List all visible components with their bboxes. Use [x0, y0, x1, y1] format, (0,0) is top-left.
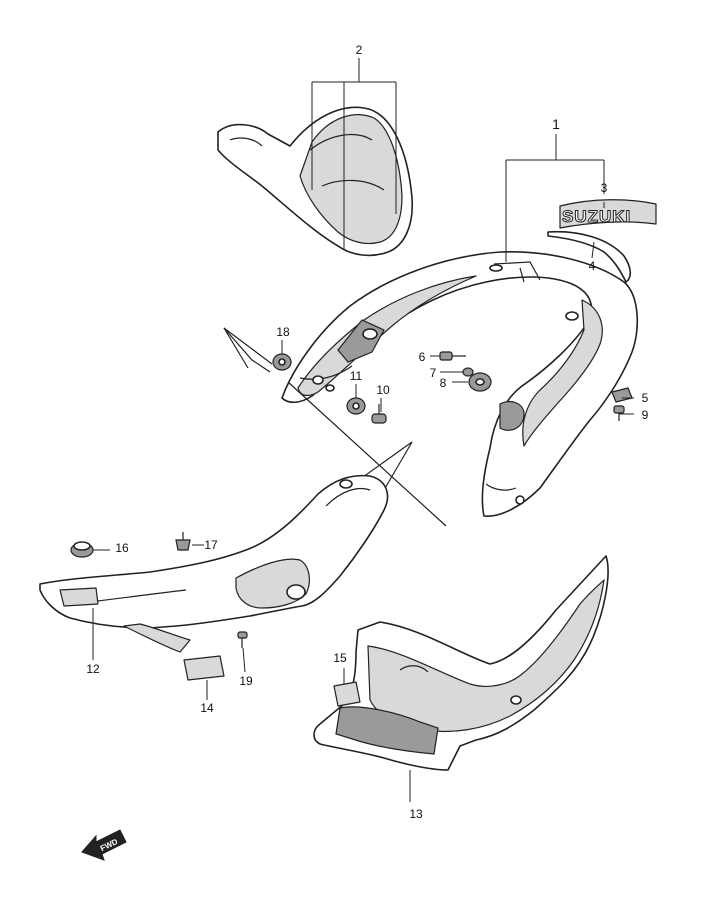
screw-19: [237, 631, 248, 648]
fwd-arrow-icon: FWD: [81, 829, 127, 861]
screw-9: [613, 405, 625, 421]
callout-19: 19: [239, 674, 253, 688]
bolt-6: [439, 351, 466, 361]
callout-5: 5: [642, 391, 649, 405]
tail-cowl-cover: [217, 106, 414, 257]
callout-17: 17: [204, 538, 218, 552]
callout-labels: 1 2 3 4 5 6 7 8 9 10 11 12 13 14 15 16 1…: [86, 43, 648, 821]
callout-3: 3: [601, 181, 608, 195]
clip-5: [611, 387, 633, 403]
callout-1: 1: [552, 116, 560, 132]
grommet-18: [272, 353, 292, 371]
clip-17: [175, 532, 191, 551]
screw-10: [371, 404, 387, 424]
callout-4: 4: [589, 259, 596, 273]
callout-18: 18: [276, 325, 290, 339]
callout-12: 12: [86, 662, 100, 676]
emblem-strip: [547, 230, 632, 283]
callout-9: 9: [642, 408, 649, 422]
callout-4-leader: [591, 241, 595, 259]
callout-1-leader: [505, 134, 605, 262]
callout-16: 16: [115, 541, 129, 555]
callout-leaders: [92, 202, 634, 802]
side-frame-cover-right: [313, 555, 609, 771]
callout-10: 10: [376, 383, 390, 397]
pad-15: [333, 681, 361, 707]
callout-14: 14: [200, 701, 214, 715]
callout-13: 13: [409, 807, 423, 821]
seat-tail-cover: [281, 250, 639, 517]
pad-14: [183, 655, 225, 681]
cushion-8: [468, 372, 492, 392]
assembly-guide-lines: [223, 327, 447, 527]
side-frame-cover-left: [39, 474, 389, 653]
callout-7: 7: [430, 366, 437, 380]
callout-11: 11: [350, 369, 363, 383]
suzuki-emblem: SUZUKI: [559, 199, 657, 229]
grommet-16: [70, 541, 94, 558]
callout-6: 6: [419, 350, 426, 364]
callout-2-leader: [311, 58, 397, 250]
callout-15: 15: [333, 651, 347, 665]
cushion-11: [346, 397, 366, 415]
emblem-text: SUZUKI: [562, 207, 631, 226]
washer-7: [462, 367, 474, 377]
callout-2: 2: [356, 43, 363, 57]
callout-8: 8: [440, 376, 447, 390]
